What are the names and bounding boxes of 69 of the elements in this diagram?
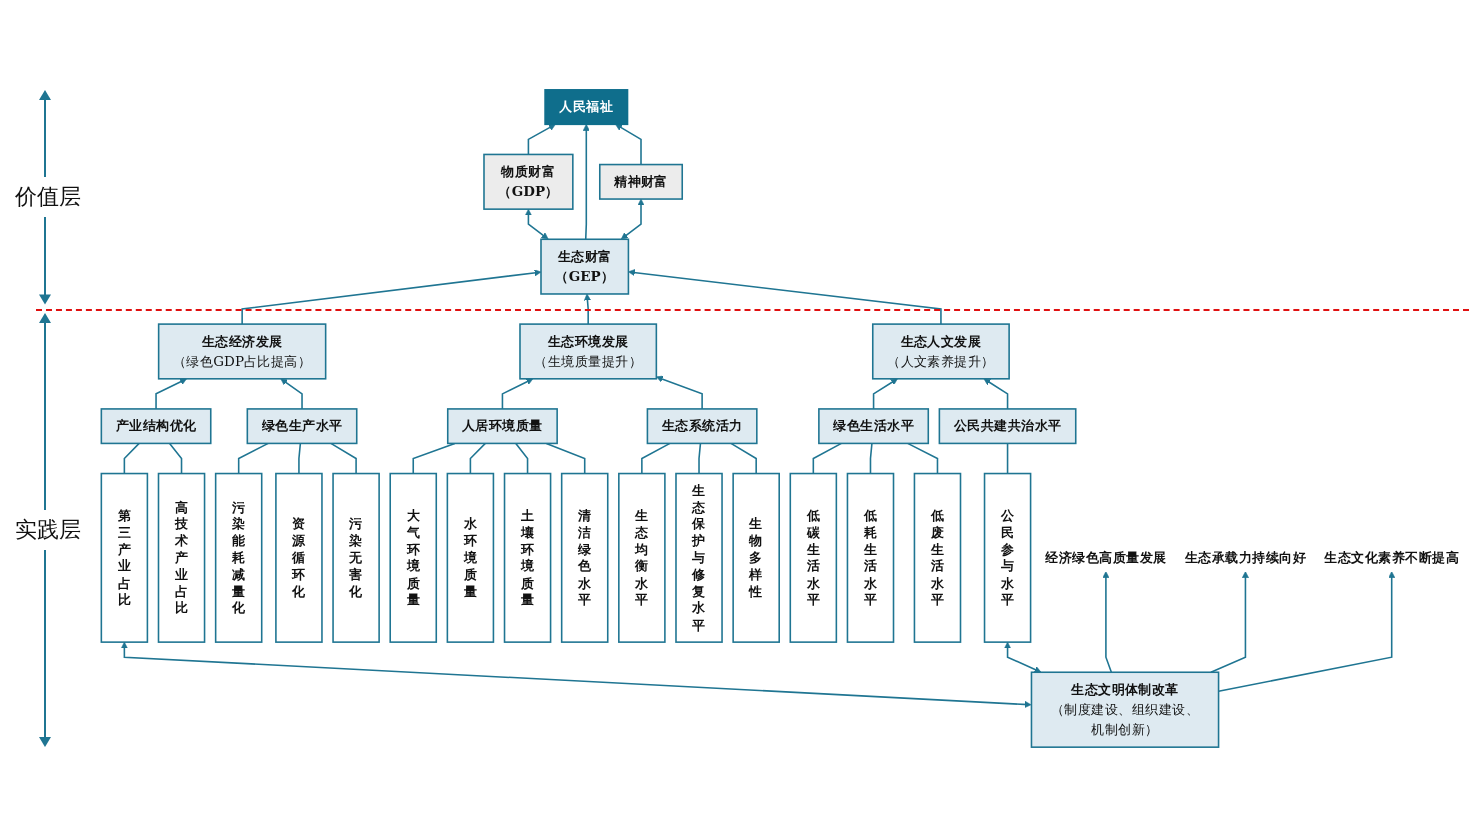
node-box: 低耗生活水平 xyxy=(846,472,895,643)
connector xyxy=(698,442,702,475)
arrow xyxy=(615,124,642,166)
connector xyxy=(869,442,873,475)
connector xyxy=(412,442,456,475)
arrow xyxy=(620,198,645,240)
connector xyxy=(641,442,671,475)
connector xyxy=(237,442,269,475)
arrow xyxy=(241,269,542,325)
node-box: 低碳生活水平 xyxy=(789,472,838,643)
node-box: 绿色生活水平 xyxy=(818,408,930,445)
node-box: 生态保护与修复水平 xyxy=(675,472,723,643)
node-box: 生态财富 （GEP） xyxy=(540,238,630,295)
node-box: 低废生活水平 xyxy=(913,472,962,643)
connector xyxy=(812,442,843,475)
node-box: 水环境质量 xyxy=(446,472,495,643)
node-box: 清洁绿色水平 xyxy=(560,472,609,643)
node-box: 生态环境发展 （生境质量提升） xyxy=(519,323,658,380)
arrow xyxy=(628,269,942,325)
arrow xyxy=(872,378,898,410)
connector xyxy=(1006,442,1009,475)
arrow xyxy=(1102,571,1113,674)
node-box: 物质财富 （GDP） xyxy=(483,153,574,210)
connector xyxy=(168,442,183,475)
arrow xyxy=(501,378,534,410)
node-box: 生态系统活力 xyxy=(646,408,758,445)
node-box: 污染能耗减量化 xyxy=(214,472,263,643)
connector xyxy=(906,442,939,475)
node-text: 生态承载力持续向好 xyxy=(1184,549,1307,566)
arrow xyxy=(983,378,1009,410)
arrow xyxy=(1004,641,1042,673)
connector xyxy=(730,442,757,475)
node-box: 产业结构优化 xyxy=(100,408,212,445)
node-box: 生态文明体制改革 （制度建设、组织建设、机制创新） xyxy=(1030,671,1220,748)
node-box: 精神财富 xyxy=(599,163,684,200)
node-box: 人民福祉 xyxy=(544,89,629,126)
node-box: 生物多样性 xyxy=(732,472,780,643)
connector xyxy=(330,442,357,475)
layer-label: 价值层 xyxy=(14,183,82,211)
node-box: 生态经济发展 （绿色GDP占比提高） xyxy=(157,323,327,380)
connector xyxy=(123,442,140,475)
connector xyxy=(469,442,487,475)
node-box: 生态均衡水平 xyxy=(618,472,666,643)
node-box: 污染无害化 xyxy=(332,472,380,643)
arrow xyxy=(1210,571,1249,674)
arrow xyxy=(582,124,590,241)
arrow xyxy=(155,378,187,410)
layer-label: 实践层 xyxy=(14,516,82,544)
connector xyxy=(515,442,529,475)
arrow xyxy=(527,124,556,156)
node-box: 人居环境质量 xyxy=(446,408,558,445)
node-box: 生态人文发展 （人文素养提升） xyxy=(871,323,1010,380)
connector xyxy=(298,442,302,475)
node-box: 土壤环境质量 xyxy=(503,472,552,643)
node-text: 经济绿色高质量发展 xyxy=(1045,549,1167,566)
node-box: 高技术产业占比 xyxy=(157,472,206,643)
arrow xyxy=(280,378,303,410)
node-box: 公民共建共治水平 xyxy=(938,408,1077,445)
node-box: 资源循环化 xyxy=(275,472,323,643)
node-box: 第三产业占比 xyxy=(100,472,149,643)
node-box: 公民参与水平 xyxy=(983,472,1032,643)
connector xyxy=(545,442,586,475)
node-box: 大气环境质量 xyxy=(389,472,438,643)
arrow xyxy=(656,375,703,410)
arrow xyxy=(584,293,591,325)
node-text: 生态文化素养不断提高 xyxy=(1324,549,1460,566)
arrow xyxy=(120,641,1032,708)
node-box: 绿色生产水平 xyxy=(246,408,358,445)
arrow xyxy=(524,208,549,240)
